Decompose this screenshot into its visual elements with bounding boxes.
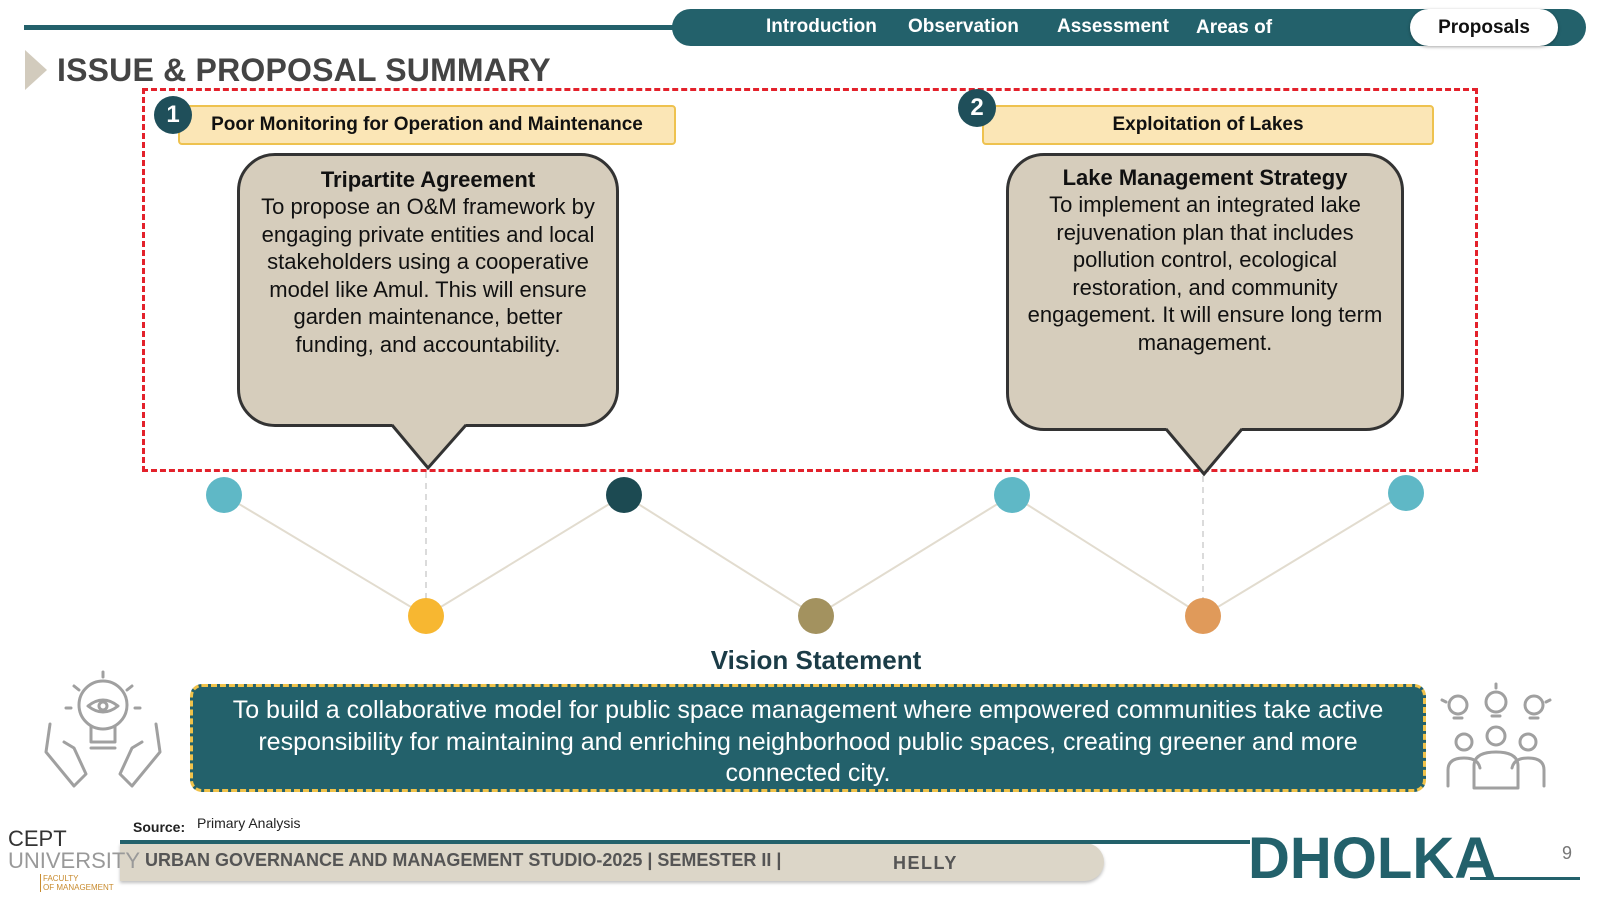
nav-areas-of-improvement[interactable]: Areas of Improvement: [1196, 17, 1273, 38]
idea-team-icon: [1440, 682, 1552, 790]
timeline-zigzag: [223, 492, 1407, 618]
footer-author: HELLY: [893, 853, 958, 873]
issue-2-number-badge: 2: [958, 89, 996, 127]
city-underline: [1470, 877, 1580, 880]
university-logo-cept: CEPT: [8, 826, 67, 851]
timeline-dot-6: [798, 598, 834, 634]
source-value: Primary Analysis: [197, 815, 301, 831]
proposal-2-title: Lake Management Strategy: [1062, 165, 1348, 190]
proposal-2-callout: Lake Management Strategy To implement an…: [1006, 153, 1404, 431]
top-divider-line: [24, 25, 674, 30]
proposal-1-pointer-outline: [390, 424, 468, 471]
lightbulb-hands-icon: [44, 670, 162, 788]
nav-assessment[interactable]: Assessment: [1057, 16, 1169, 37]
proposal-2-pointer-outline: [1164, 428, 1244, 477]
timeline-dot-1: [206, 477, 242, 513]
proposal-frame: [142, 88, 1478, 472]
city-name: DHOLKA: [1248, 826, 1497, 891]
vision-statement-text: To build a collaborative model for publi…: [232, 696, 1384, 787]
university-logo-name: UNIVERSITY: [8, 848, 141, 873]
page-title: ISSUE & PROPOSAL SUMMARY: [57, 52, 551, 88]
timeline-dot-4: [1388, 475, 1424, 511]
footer-banner: [120, 843, 1104, 881]
issue-2-header: Exploitation of Lakes: [982, 105, 1434, 145]
issue-1-number-badge: 1: [154, 96, 192, 134]
source-label: Source:: [133, 819, 186, 835]
vision-statement-box: To build a collaborative model for publi…: [190, 684, 1426, 792]
nav-proposals-active[interactable]: Proposals: [1410, 9, 1558, 46]
vision-heading: Vision Statement: [710, 645, 922, 675]
footer-line: [120, 840, 1250, 844]
timeline-dot-3: [994, 477, 1030, 513]
proposal-1-callout: Tripartite Agreement To propose an O&M f…: [237, 153, 619, 427]
title-arrow-icon: [25, 50, 47, 90]
proposal-2-pointer: [1166, 428, 1242, 474]
footer-studio-text: URBAN GOVERNANCE AND MANAGEMENT STUDIO-2…: [145, 850, 782, 870]
proposal-1-body: To propose an O&M framework by engaging …: [261, 194, 595, 357]
timeline-dot-2: [606, 477, 642, 513]
university-logo-faculty: FACULTY OF MANAGEMENT: [40, 874, 114, 892]
timeline-dot-7: [1185, 598, 1221, 634]
proposal-1-pointer: [392, 424, 466, 468]
proposal-2-body: To implement an integrated lake rejuvena…: [1027, 192, 1383, 355]
timeline-dot-5: [408, 598, 444, 634]
page-number: 9: [1562, 843, 1573, 863]
nav-introduction[interactable]: Introduction: [766, 16, 877, 37]
nav-observation[interactable]: Observation: [908, 16, 1019, 37]
issue-1-header: Poor Monitoring for Operation and Mainte…: [178, 105, 676, 145]
proposal-1-title: Tripartite Agreement: [320, 167, 536, 192]
